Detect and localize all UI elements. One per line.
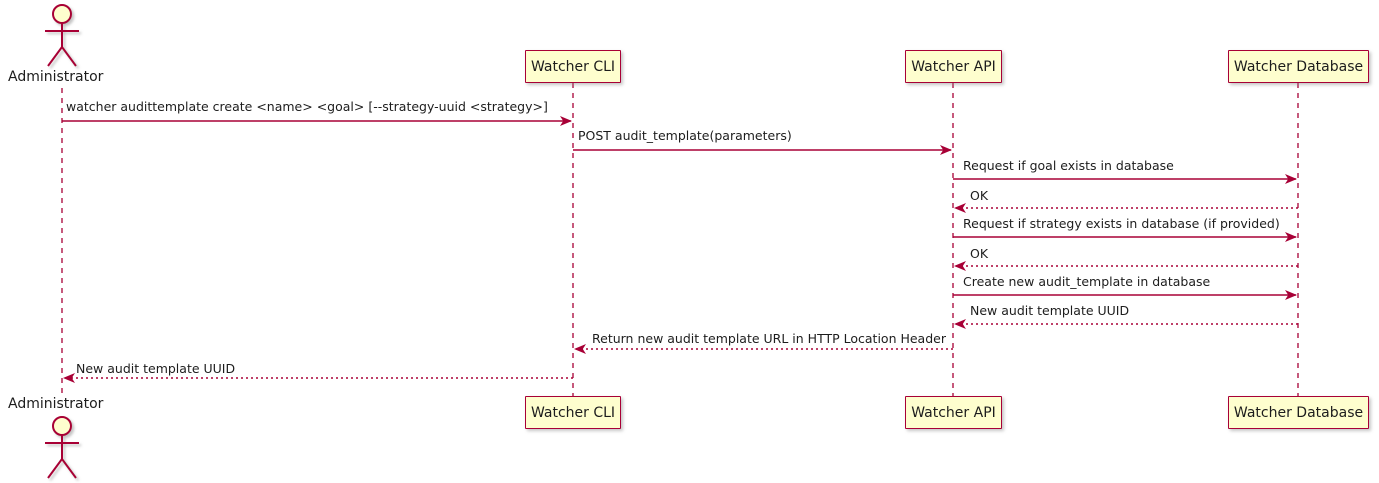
message-label-3: Request if goal exists in database [963,158,1174,173]
message-label-9: Return new audit template URL in HTTP Lo… [592,331,946,346]
actor-administrator-bottom [45,416,79,479]
participant-box-watcher-database-top[interactable]: Watcher Database [1228,50,1369,83]
participant-box-watcher-api-top[interactable]: Watcher API [905,50,1002,83]
participant-box-watcher-cli-bottom[interactable]: Watcher CLI [525,396,621,429]
message-label-7: Create new audit_template in database [963,274,1211,289]
message-arrows [62,116,1298,383]
lifelines [61,83,1299,396]
message-label-1: watcher audittemplate create <name> <goa… [66,99,548,114]
message-label-2: POST audit_template(parameters) [578,128,792,143]
message-label-10: New audit template UUID [76,361,236,376]
actor-administrator-top [45,4,79,67]
actor-label-administrator-top: Administrator [8,69,104,85]
message-label-8: New audit template UUID [970,303,1130,318]
actor-label-administrator-bottom: Administrator [8,396,104,412]
participant-box-watcher-api-bottom[interactable]: Watcher API [905,396,1002,429]
participant-box-watcher-cli-top[interactable]: Watcher CLI [525,50,621,83]
participant-box-watcher-database-bottom[interactable]: Watcher Database [1228,396,1369,429]
message-label-6: OK [970,246,989,261]
message-label-5: Request if strategy exists in database (… [963,216,1280,231]
message-label-4: OK [970,188,989,203]
